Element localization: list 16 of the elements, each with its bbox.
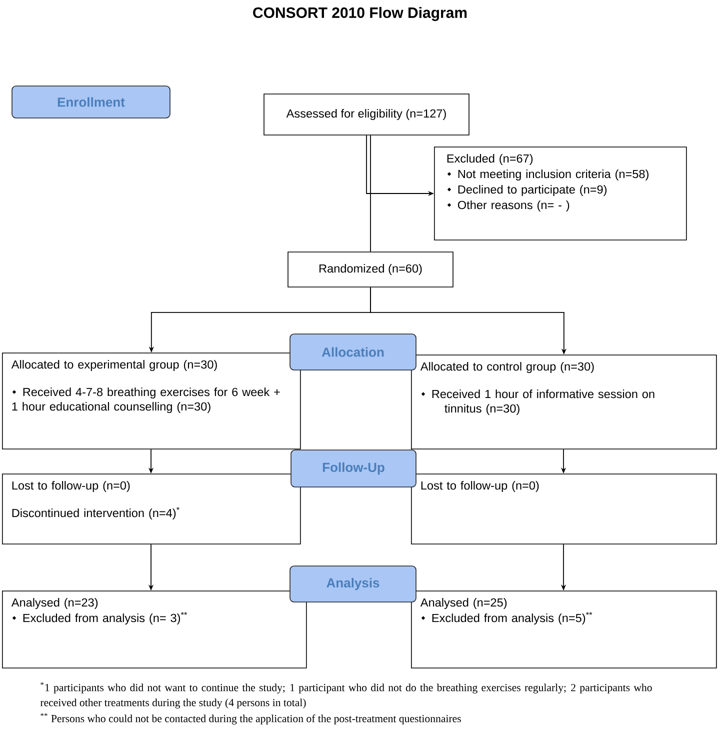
process-box: Lost to follow-up (n=0): [411, 474, 717, 544]
process-box: Analysed (n=23) Excluded from analysis (n= 3)$^{**}$: [2, 590, 307, 668]
footnote: $^{*}$1 participants who did not want to continue the study; 1 participant who did not do the breathing exercises regularly; 2 participants who received other treatments during the study (4 persons in total): [40, 682, 652, 708]
process-box: Excluded (n=67) Not meeting inclusion criteria (n=58) Declined to participate (n=9) Other reasons (n= - ): [434, 146, 687, 240]
stage-band: Allocation: [290, 334, 416, 370]
process-box: Allocated to control group (n=30) Received 1 hour of informative session on tinnitus (n=30): [411, 354, 717, 450]
process-box: Allocated to experimental group (n=30) Received 4-7-8 breathing exercises for 6 week + 1 hour educational counselling (n=30): [2, 352, 301, 450]
process-box: Assessed for eligibility (n=127): [264, 94, 470, 136]
process-box: Lost to follow-up (n=0) Discontinued intervention (n=4)$^{*}$: [2, 474, 301, 544]
stage-band: Analysis: [290, 566, 416, 602]
process-box: Randomized (n=60): [288, 252, 454, 288]
stage-band: Follow-Up: [290, 450, 416, 488]
process-box: Analysed (n=25) Excluded from analysis (n=5)$^{**}$: [411, 590, 717, 668]
title: CONSORT 2010 Flow Diagram: [253, 6, 467, 22]
stage-band: Enrollment: [12, 86, 170, 118]
footnote: $^{**}$ Persons who could not be contacted during the application of the post-treatment questionnaires: [40, 713, 461, 724]
